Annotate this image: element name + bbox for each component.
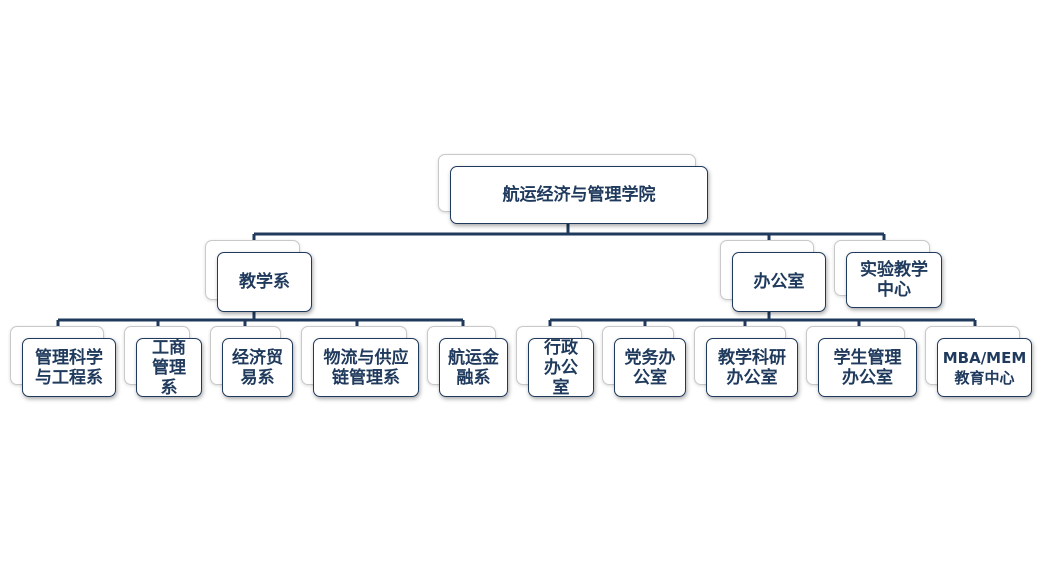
- node-office-unit: 行政 办公 室: [516, 326, 594, 398]
- node-office-dept-label: 办公室: [753, 272, 805, 292]
- node-teaching-unit-label: 物流与供应 链管理系: [323, 347, 409, 388]
- node-lab-center-label: 实验教学 中心: [860, 260, 928, 300]
- node-root-label: 航运经济与管理学院: [502, 185, 656, 205]
- node-office-unit: 党务办 公室: [602, 326, 686, 397]
- node-teaching-unit: 航运金 融系: [427, 326, 508, 397]
- node-office-unit-label: 行政 办公 室: [544, 337, 578, 398]
- node-teaching-unit-label: 航运金 融系: [448, 347, 499, 388]
- node-office-unit-label: 学生管理 办公室: [833, 347, 902, 388]
- node-teaching-unit: 工商 管理 系: [124, 326, 202, 398]
- node-office-unit-label: 党务办 公室: [624, 347, 676, 388]
- node-teaching-dept-label: 教学系: [239, 272, 290, 292]
- node-lab-center: 实验教学 中心: [834, 240, 942, 308]
- node-office-unit: 学生管理 办公室: [806, 326, 917, 397]
- node-teaching-unit: 管理科学 与工程系: [10, 326, 116, 397]
- node-teaching-unit: 物流与供应 链管理系: [301, 326, 419, 397]
- node-teaching-unit-label: 管理科学 与工程系: [35, 347, 103, 388]
- node-root: 航运经济与管理学院: [438, 154, 708, 224]
- node-office-dept: 办公室: [720, 240, 826, 312]
- node-teaching-unit-label: 工商 管理 系: [152, 337, 186, 398]
- node-office-unit: 教学科研 办公室: [694, 326, 798, 397]
- node-office-unit-label: MBA/MEM 教育中心: [942, 348, 1027, 387]
- node-office-unit-label: 教学科研 办公室: [718, 347, 786, 388]
- node-office-unit: MBA/MEM 教育中心: [925, 326, 1032, 397]
- node-teaching-unit: 经济贸 易系: [210, 326, 293, 397]
- node-teaching-unit-label: 经济贸 易系: [232, 347, 283, 388]
- node-teaching-dept: 教学系: [205, 240, 312, 312]
